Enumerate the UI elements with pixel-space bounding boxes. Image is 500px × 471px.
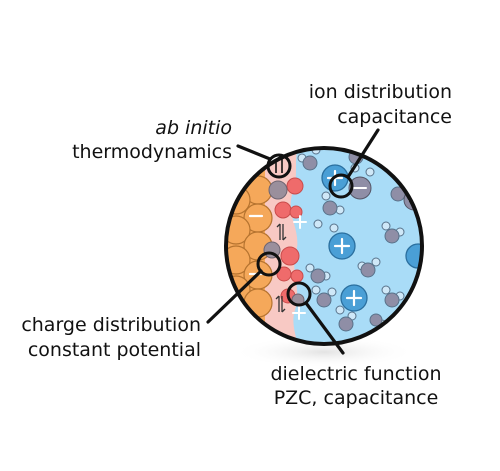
label-capacitance: capacitance xyxy=(337,106,452,128)
leader-charge-distribution xyxy=(206,269,263,324)
marker-thermodynamics xyxy=(266,153,292,179)
callout-markers xyxy=(256,153,354,307)
leader-lines xyxy=(206,128,380,355)
leader-ion-distribution xyxy=(346,128,380,179)
leader-thermodynamics xyxy=(236,144,272,161)
adsorbed-water xyxy=(263,180,305,307)
zoom-circle-content xyxy=(226,148,422,344)
label-ab-initio: ab initio xyxy=(155,117,232,139)
label-thermodynamics: thermodynamics xyxy=(72,141,232,163)
label-constant-potential: constant potential xyxy=(28,339,201,361)
label-charge-distribution: charge distribution xyxy=(21,314,201,336)
circle-shadow xyxy=(232,336,416,368)
marker-dielectric xyxy=(286,281,312,307)
zoom-circle-outline xyxy=(224,146,424,346)
equilibrium-arrows-icon xyxy=(275,223,287,313)
leader-dielectric xyxy=(304,301,345,355)
marker-ion-distribution xyxy=(328,173,354,199)
water-molecules xyxy=(297,148,411,332)
label-ion-distribution: ion distribution xyxy=(309,81,452,103)
interface-plus-icons xyxy=(292,215,307,320)
thermo-marker-bars xyxy=(275,159,283,173)
marker-charge-distribution xyxy=(256,251,282,277)
label-dielectric-function: dielectric function xyxy=(270,363,441,385)
label-pzc-capacitance: PZC, capacitance xyxy=(274,387,439,409)
